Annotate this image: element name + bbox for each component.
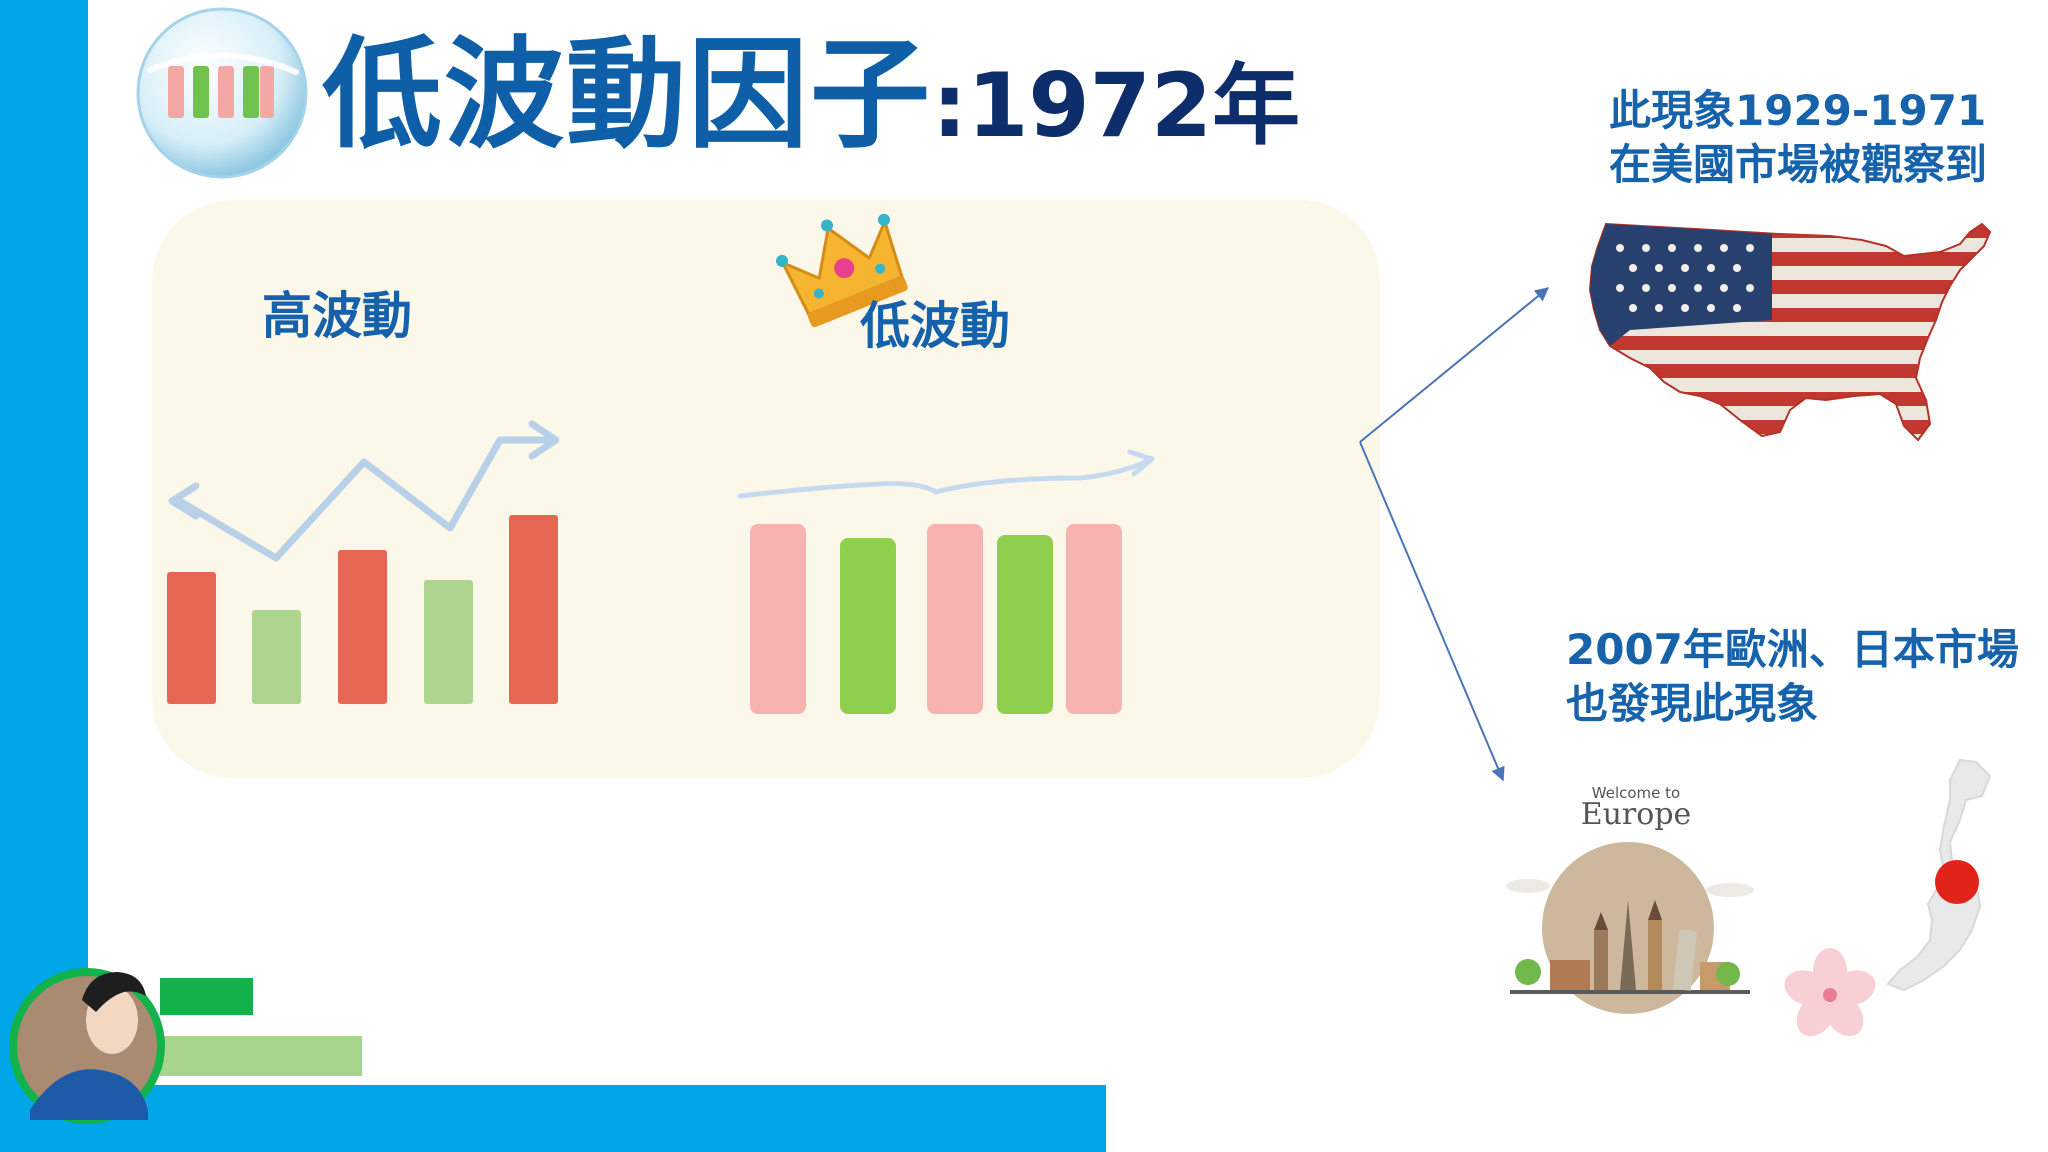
europe-welcome-big: Europe (1581, 797, 1692, 832)
europe-japan-note: 2007年歐洲、日本市場 也發現此現象 (1566, 623, 2019, 731)
page-title: 低波動因子 :1972年 (322, 26, 1300, 166)
presenter-avatar-icon (9, 968, 165, 1124)
branch-arrows (1359, 287, 1550, 782)
high-bar-1 (167, 572, 216, 704)
title-main: 低波動因子 (322, 26, 932, 165)
eu-note-line-1: 2007年歐洲、日本市場 (1566, 625, 2019, 674)
title-year: :1972年 (932, 54, 1301, 157)
high-bar-3 (338, 550, 387, 704)
sakura-icon (1784, 948, 1876, 1037)
us-note-line-2: 在美國市場被觀察到 (1609, 140, 1988, 189)
europe-landmarks-icon: Welcome to Europe (1506, 784, 1754, 1014)
high-volatility-bars (167, 515, 558, 704)
bottom-accent-bar (0, 1085, 1106, 1152)
us-market-note: 此現象1929-1971 在美國市場被觀察到 (1609, 84, 1987, 192)
green-strip-dark (160, 978, 253, 1015)
eu-note-line-2: 也發現此現象 (1566, 679, 1819, 728)
low-bar-1 (750, 524, 806, 714)
japan-map-icon (1886, 758, 1992, 992)
low-volatility-trend-arrow (737, 449, 1155, 499)
low-bar-3 (927, 524, 983, 714)
low-bar-5 (1066, 524, 1122, 714)
low-volatility-bars (750, 524, 1122, 714)
high-bar-4 (424, 580, 473, 704)
high-volatility-label: 高波動 (262, 287, 412, 345)
low-bar-2 (840, 538, 896, 714)
high-bar-2 (252, 610, 301, 704)
low-volatility-label: 低波動 (860, 297, 1010, 355)
high-bar-5 (509, 515, 558, 704)
us-note-line-1: 此現象1929-1971 (1609, 86, 1987, 135)
bar-chart-bubble-icon (136, 7, 308, 179)
left-accent-bar (0, 0, 88, 1152)
usa-flag-map-icon (1588, 222, 1992, 442)
europe-welcome-small: Welcome to (1592, 784, 1680, 802)
green-strip-light (160, 1036, 362, 1076)
low-bar-4 (997, 535, 1053, 714)
high-volatility-trend-arrow (168, 420, 560, 562)
crown-icon (776, 213, 908, 328)
